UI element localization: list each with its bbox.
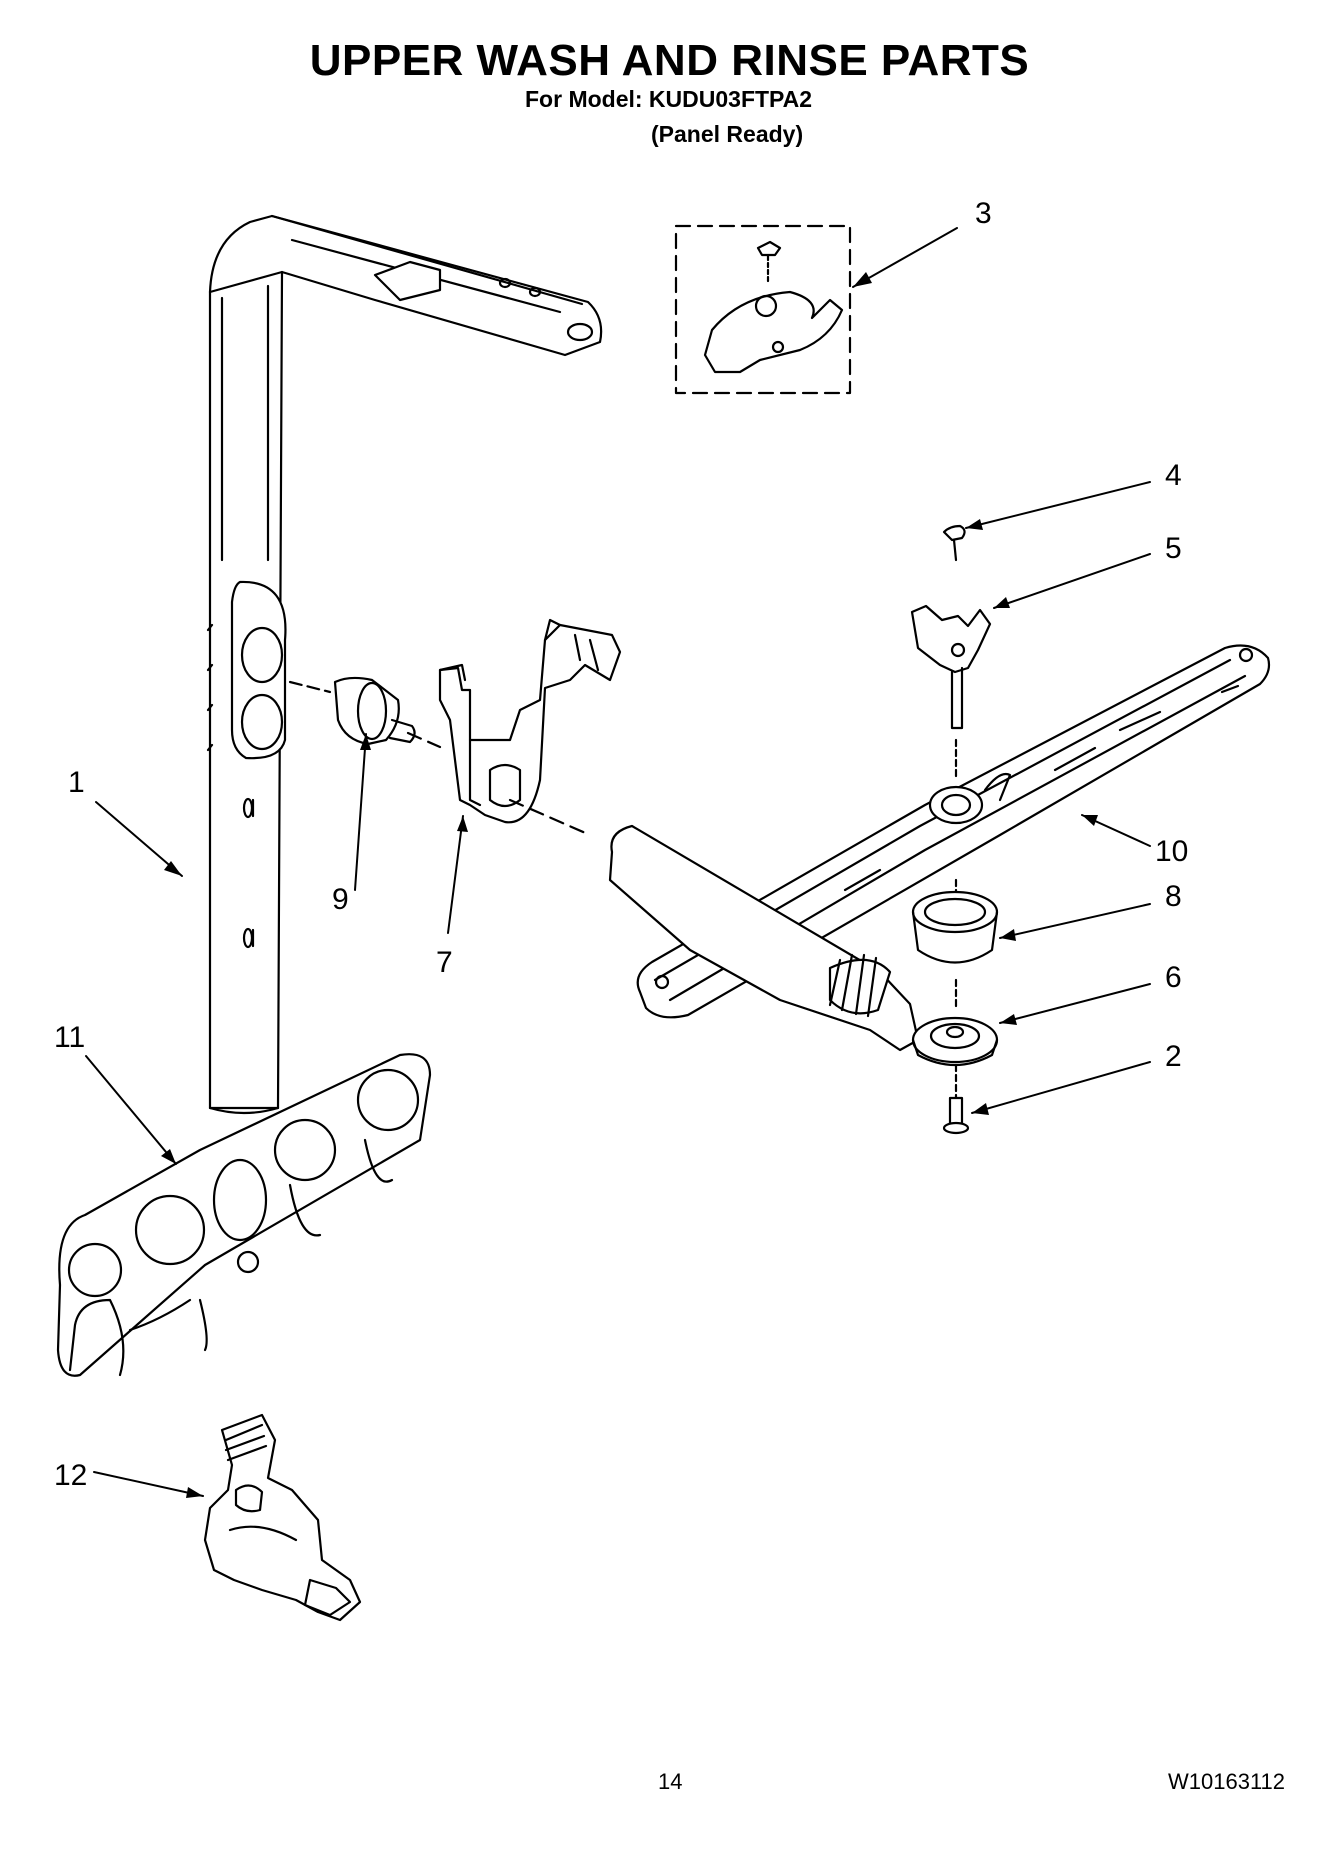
part-2-screw	[942, 1063, 970, 1135]
callout-5: 5	[1165, 532, 1182, 565]
page-number: 14	[658, 1769, 683, 1794]
callout-7: 7	[436, 946, 453, 979]
part-9-valve	[288, 676, 416, 746]
leader-arrowheads	[161, 272, 1098, 1498]
part-11-lower-manifold	[56, 1053, 432, 1377]
part-4-screw	[942, 524, 966, 562]
part-7-bracket	[438, 618, 622, 824]
manifold-tube	[608, 824, 920, 1052]
callout-2: 2	[1165, 1040, 1182, 1073]
callout-11: 11	[54, 1021, 86, 1054]
part-5-hub-bracket	[910, 604, 992, 782]
part-8-seal	[911, 878, 999, 964]
callout-12: 12	[54, 1459, 88, 1492]
part-3-assembly	[674, 224, 852, 395]
part-6-bearing	[911, 978, 999, 1066]
page-title: UPPER WASH AND RINSE PARTS	[309, 36, 1030, 85]
part-1-upper-spray-tube	[206, 214, 603, 1115]
part-12-nozzle	[203, 1413, 362, 1622]
callout-10: 10	[1155, 835, 1189, 868]
model-line: For Model: KUDU03FTPA2	[525, 86, 813, 112]
callout-4: 4	[1165, 459, 1182, 492]
callout-9: 9	[332, 883, 349, 916]
callout-6: 6	[1165, 961, 1182, 994]
callout-8: 8	[1165, 880, 1182, 913]
variant-line: (Panel Ready)	[651, 121, 804, 147]
callout-1: 1	[68, 766, 85, 799]
document-number: W10163112	[1168, 1769, 1286, 1794]
callout-3: 3	[975, 197, 992, 230]
